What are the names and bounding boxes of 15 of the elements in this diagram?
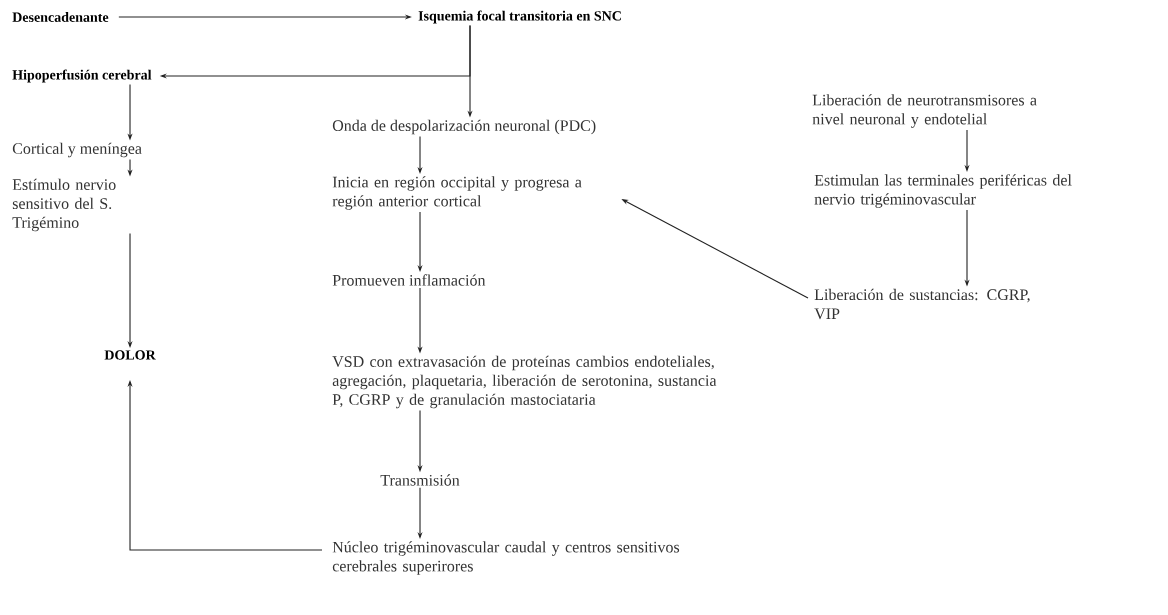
step-text: Hipoperfusión cerebral <box>12 69 152 83</box>
step-text: Cortical y meníngea <box>12 142 142 158</box>
step-text: Liberación de neurotransmisores a nivel neuronal y endotelial <box>812 94 1037 128</box>
step-text: Estimulan las terminales periféricas del nervio trigéminovascular <box>814 174 1072 208</box>
step-text: Onda de despolarización neuronal (PDC) <box>332 119 596 135</box>
step-text: Liberación de sustancias: CGRP, VIP <box>814 288 1030 320</box>
step-text: VSD con extravasación de proteínas cambios endoteliales, agregación, plaquetaria, liberación de serotonina, sustancia P, CGRP y de granulación mastociataria <box>332 355 717 409</box>
step-text: Estímulo nervio sensitivo del S. Trigémino <box>12 178 116 232</box>
step-text: Inicia en región occipital y progresa a región anterior cortical <box>332 176 582 210</box>
step-text: Núcleo trigéminovascular caudal y centros sensitivos cerebrales superirores <box>332 541 680 575</box>
step-text: DOLOR <box>104 350 156 360</box>
step-text: Promueven inflamación <box>332 274 486 286</box>
step-text: Isquemia focal transitoria en SNC <box>418 10 621 24</box>
step-text: Transmisión <box>380 474 460 486</box>
step-text: Desencadenante <box>12 12 109 22</box>
